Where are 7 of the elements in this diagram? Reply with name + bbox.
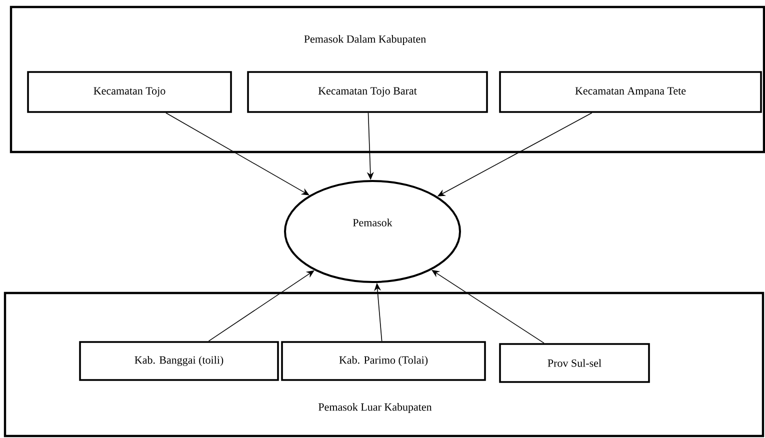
location-box: Kab. Parimo (Tolai) <box>281 341 486 381</box>
arrow <box>166 112 310 196</box>
location-box: Kab. Banggai (toili) <box>79 341 279 381</box>
location-box: Kecamatan Tojo <box>27 71 232 113</box>
location-box: Kecamatan Ampana Tete <box>499 71 762 113</box>
location-box: Kecamatan Tojo Barat <box>247 71 488 113</box>
location-box: Prov Sul-sel <box>499 343 650 383</box>
